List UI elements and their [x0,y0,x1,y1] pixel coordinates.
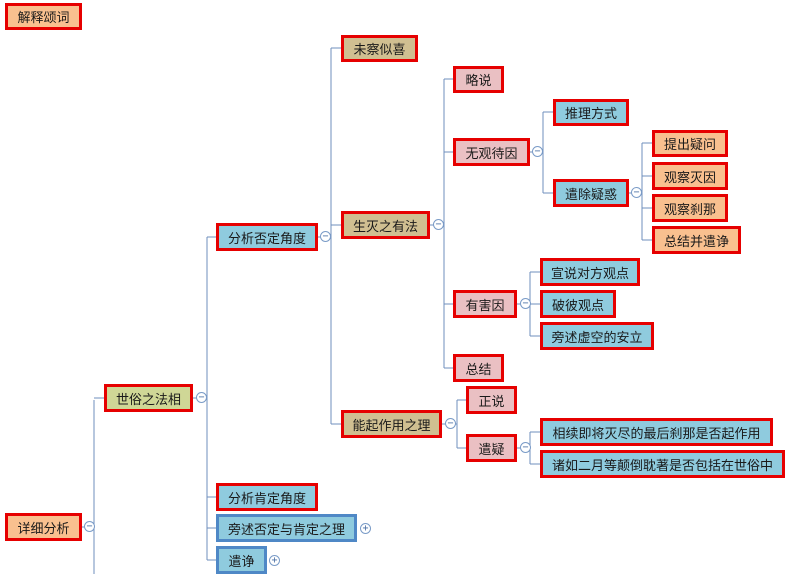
node-nengqi[interactable]: 能起作用之理 [341,410,442,438]
node-tuili[interactable]: 推理方式 [553,99,629,126]
node-xiangxi[interactable]: 详细分析 [5,513,82,541]
node-zhengshuo[interactable]: 正说 [466,386,517,414]
node-weicha[interactable]: 未察似喜 [341,35,418,62]
node-fenxi-kending[interactable]: 分析肯定角度 [216,483,318,511]
node-zongjie[interactable]: 总结 [453,354,504,382]
node-lueshuo[interactable]: 略说 [453,66,504,93]
collapse-icon[interactable]: − [320,231,331,242]
node-fenxi-fouding[interactable]: 分析否定角度 [216,223,318,251]
collapse-icon[interactable]: − [196,392,207,403]
node-zhuru[interactable]: 诸如二月等颠倒耽著是否包括在世俗中 [540,450,785,478]
node-guancha-chana[interactable]: 观察刹那 [652,194,728,222]
node-qianchu[interactable]: 遣除疑惑 [553,179,629,207]
expand-icon[interactable]: + [360,523,371,534]
node-shengmie[interactable]: 生灭之有法 [341,211,430,239]
node-guancha-mieyin[interactable]: 观察灭因 [652,162,728,190]
node-zongjie-qianjing[interactable]: 总结并遣诤 [652,226,741,254]
collapse-icon[interactable]: − [445,418,456,429]
node-pobi[interactable]: 破彼观点 [540,290,616,318]
expand-icon[interactable]: + [269,555,280,566]
node-xiangxu[interactable]: 相续即将灭尽的最后刹那是否起作用 [540,418,773,446]
collapse-icon[interactable]: − [631,187,642,198]
collapse-icon[interactable]: − [520,298,531,309]
node-qianjing[interactable]: 遣诤 [216,546,267,574]
node-wuguan[interactable]: 无观待因 [453,138,530,166]
node-tichu[interactable]: 提出疑问 [652,130,728,157]
collapse-icon[interactable]: − [84,521,95,532]
node-xuanshuo[interactable]: 宣说对方观点 [540,258,640,286]
node-youhai[interactable]: 有害因 [453,290,517,318]
node-pangshu-fouding-kending[interactable]: 旁述否定与肯定之理 [216,514,357,542]
node-pangshu-xukong[interactable]: 旁述虚空的安立 [540,322,654,350]
collapse-icon[interactable]: − [520,442,531,453]
node-jieshi[interactable]: 解释颂词 [5,3,82,30]
collapse-icon[interactable]: − [433,219,444,230]
node-shisu[interactable]: 世俗之法相 [104,384,193,412]
node-qianyi[interactable]: 遣疑 [466,434,517,462]
collapse-icon[interactable]: − [532,146,543,157]
